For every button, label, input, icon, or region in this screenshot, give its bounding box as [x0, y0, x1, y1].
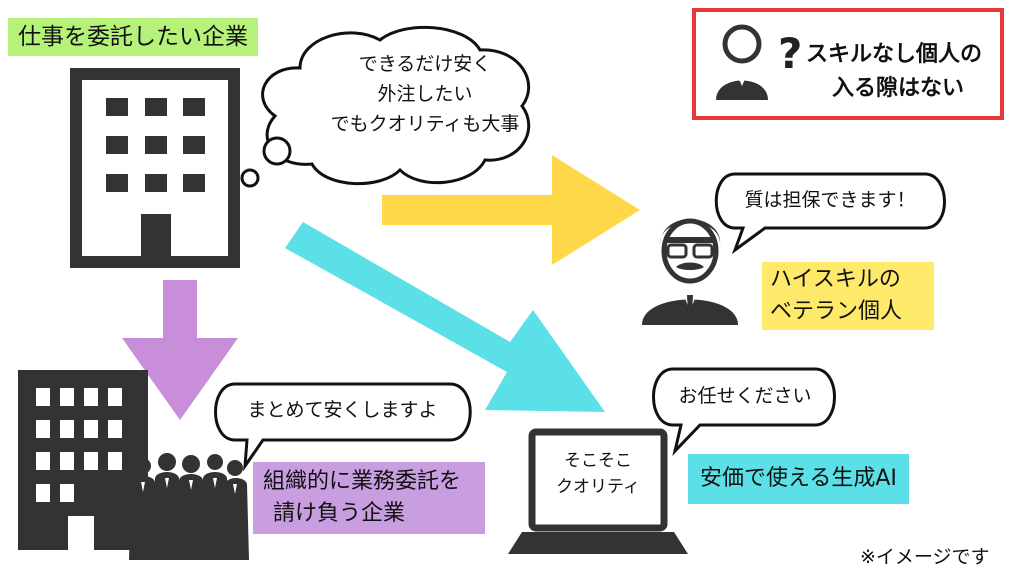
company-label: 組織的に業務委託を 請け負う企業: [253, 462, 485, 534]
client-label: 仕事を委託したい企業: [8, 18, 258, 56]
veteran-person-icon: [642, 218, 738, 325]
screen-line-2: クオリティ: [556, 477, 640, 497]
ai-label: 安価で使える生成AI: [688, 454, 909, 504]
company-building-icon: [18, 370, 148, 550]
veteran-label: ハイスキルの ベテラン個人: [762, 262, 934, 330]
person-question-icon: ?: [716, 24, 802, 100]
veteran-label-line-2: ベテラン個人: [770, 299, 903, 324]
veteran-speech-bubble: [714, 172, 946, 255]
company-speech-text: まとめて安くしますよ: [247, 399, 438, 421]
veteran-label-line-1: ハイスキルの: [770, 267, 901, 292]
ai-speech-bubble: [652, 367, 836, 456]
arrow-to-ai: [285, 222, 605, 412]
footnote: ※イメージです: [860, 546, 990, 568]
veteran-speech-text: 質は担保できます！: [744, 189, 916, 211]
laptop-icon: [508, 428, 688, 554]
thought-line-1: できるだけ安く: [358, 53, 492, 75]
company-label-line-1: 組織的に業務委託を: [263, 469, 462, 494]
arrow-to-veteran: [382, 155, 640, 265]
callout-line-2: 入る隙はない: [832, 76, 965, 101]
thought-line-2: 外注したい: [377, 83, 473, 105]
svg-text:?: ?: [778, 29, 802, 78]
company-label-line-2: 請け負う企業: [273, 501, 406, 526]
callout-line-1: スキルなし個人の: [806, 42, 983, 67]
office-building-icon: [70, 68, 240, 268]
screen-line-1: そこそこ: [564, 451, 632, 471]
thought-line-3: でもクオリティも大事: [330, 113, 520, 135]
staff-group-icon: [129, 453, 249, 560]
callout-box: [692, 8, 1004, 120]
arrow-to-company: [122, 280, 238, 420]
thought-cloud: [240, 25, 531, 188]
ai-speech-text: お任せください: [678, 385, 812, 407]
company-speech-bubble: [214, 382, 472, 472]
